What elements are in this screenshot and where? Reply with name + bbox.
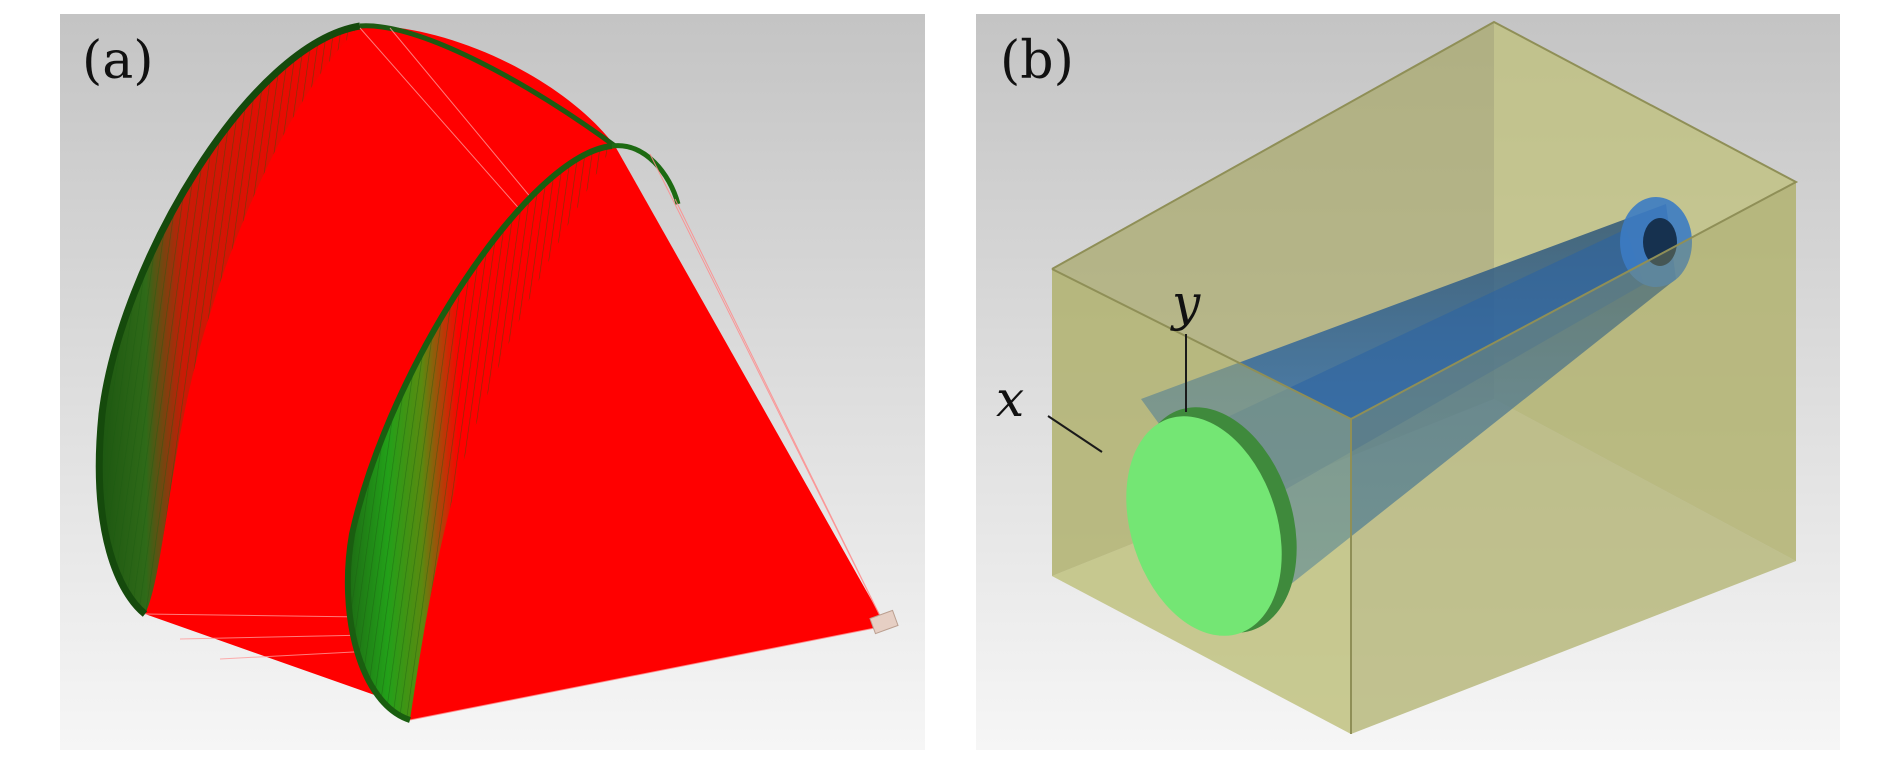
inner-cone xyxy=(344,143,886,723)
axis-label-x: x xyxy=(996,370,1024,428)
axis-markers: y x xyxy=(996,274,1201,453)
panel-b-label: (b) xyxy=(1000,31,1074,91)
box-cone-figure: y x (b) xyxy=(976,14,1840,750)
panel-a: (a) xyxy=(60,14,925,750)
panel-a-label: (a) xyxy=(82,31,154,91)
source-point xyxy=(869,609,899,635)
axis-label-y: y xyxy=(1170,274,1201,332)
panel-b: y x (b) xyxy=(976,14,1840,750)
detector-disk xyxy=(1126,407,1297,636)
ray-cone-figure: (a) xyxy=(60,14,925,750)
